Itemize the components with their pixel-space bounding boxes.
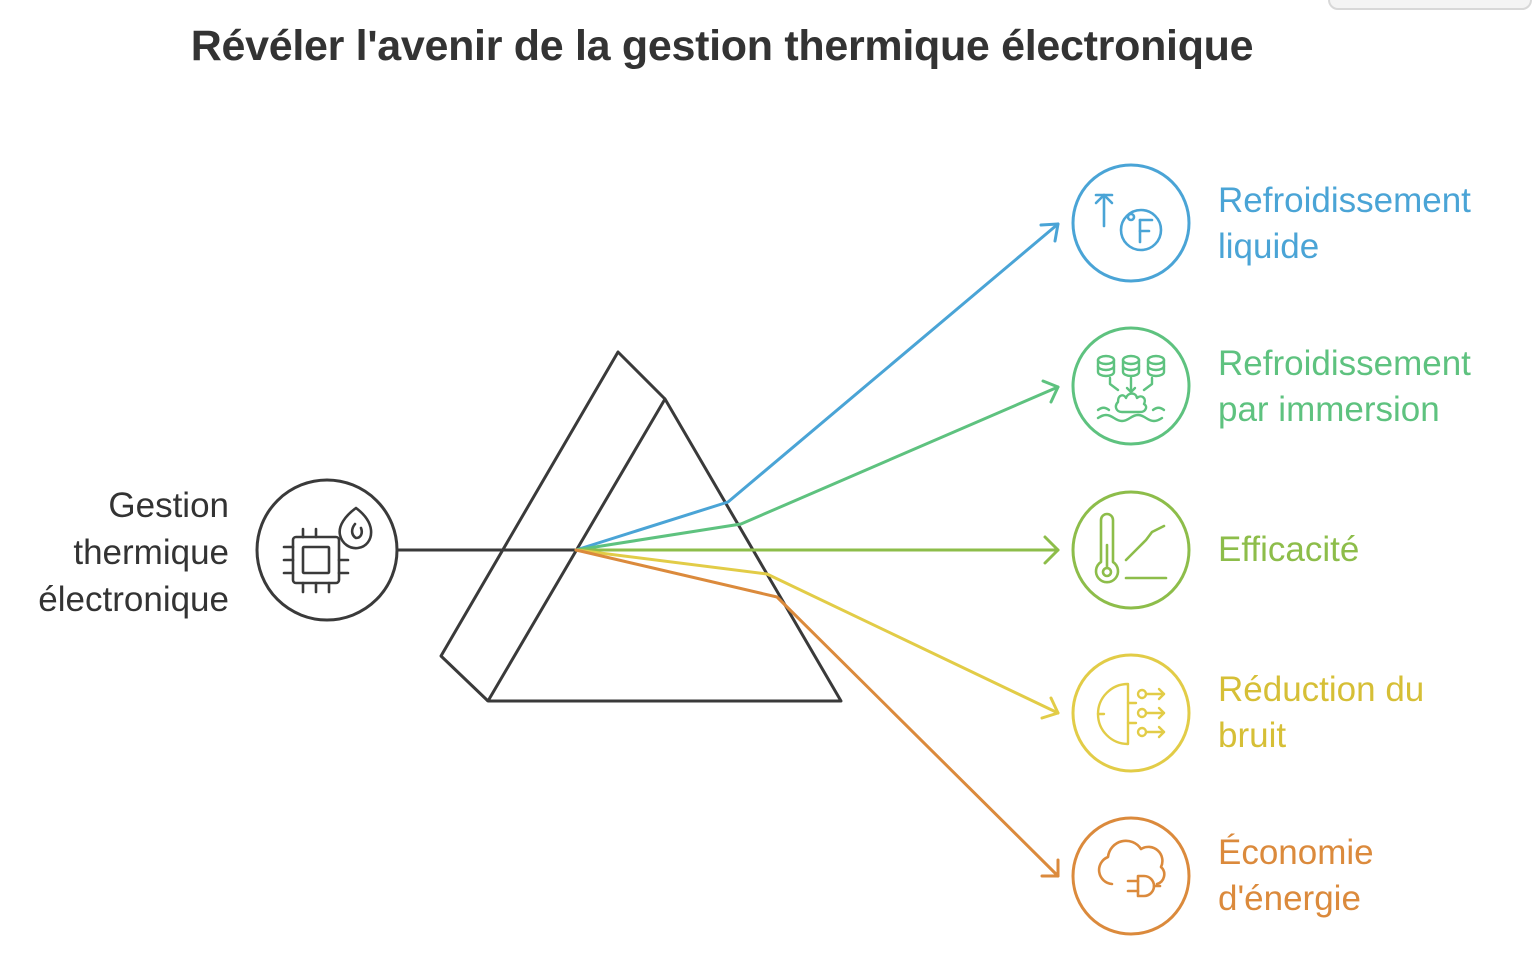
prism-shape: [439, 350, 843, 703]
label-energy-line-1: Économie: [1218, 833, 1374, 872]
beam-energy: [574, 548, 1060, 878]
cloud-plug-icon: [1097, 839, 1166, 898]
beam-efficiency: [574, 535, 1060, 565]
label-liquid-line-1: Refroidissement: [1218, 181, 1471, 220]
noise-filter-icon: [1096, 682, 1166, 746]
source-label-line-2: thermique: [73, 533, 229, 572]
label-liquid-line-2: liquide: [1218, 227, 1320, 266]
beam-liquid: [574, 222, 1060, 552]
source-node: [255, 478, 399, 622]
label-immersion: Refroidissement par immersion: [1218, 341, 1471, 433]
beam-noise: [574, 548, 1060, 720]
label-immersion-line-1: Refroidissement: [1218, 344, 1471, 383]
label-liquid: Refroidissement liquide: [1218, 178, 1471, 270]
source-label: Gestion thermique électronique: [38, 482, 229, 623]
label-immersion-line-2: par immersion: [1218, 390, 1440, 429]
node-immersion: [1071, 326, 1191, 446]
beam-immersion: [574, 379, 1060, 552]
source-label-line-1: Gestion: [108, 486, 229, 525]
node-noise: [1071, 653, 1191, 773]
page-title: Révéler l'avenir de la gestion thermique…: [190, 22, 1254, 70]
label-efficiency: Efficacité: [1218, 527, 1359, 573]
source-label-line-3: électronique: [38, 580, 229, 619]
temperature-fahrenheit-icon: [1094, 193, 1163, 252]
label-noise-line-1: Réduction du: [1218, 670, 1425, 709]
cpu-flame-icon: [282, 506, 373, 594]
label-energy-line-2: d'énergie: [1218, 879, 1361, 918]
servers-immersion-icon: [1096, 354, 1166, 423]
thermometer-chart-icon: [1094, 512, 1168, 584]
node-energy: [1071, 816, 1191, 936]
node-liquid: [1071, 163, 1191, 283]
node-efficiency: [1071, 490, 1191, 610]
label-energy: Économie d'énergie: [1218, 830, 1374, 922]
label-noise-line-2: bruit: [1218, 716, 1287, 755]
label-noise: Réduction du bruit: [1218, 667, 1424, 759]
label-efficiency-line-1: Efficacité: [1218, 530, 1360, 569]
